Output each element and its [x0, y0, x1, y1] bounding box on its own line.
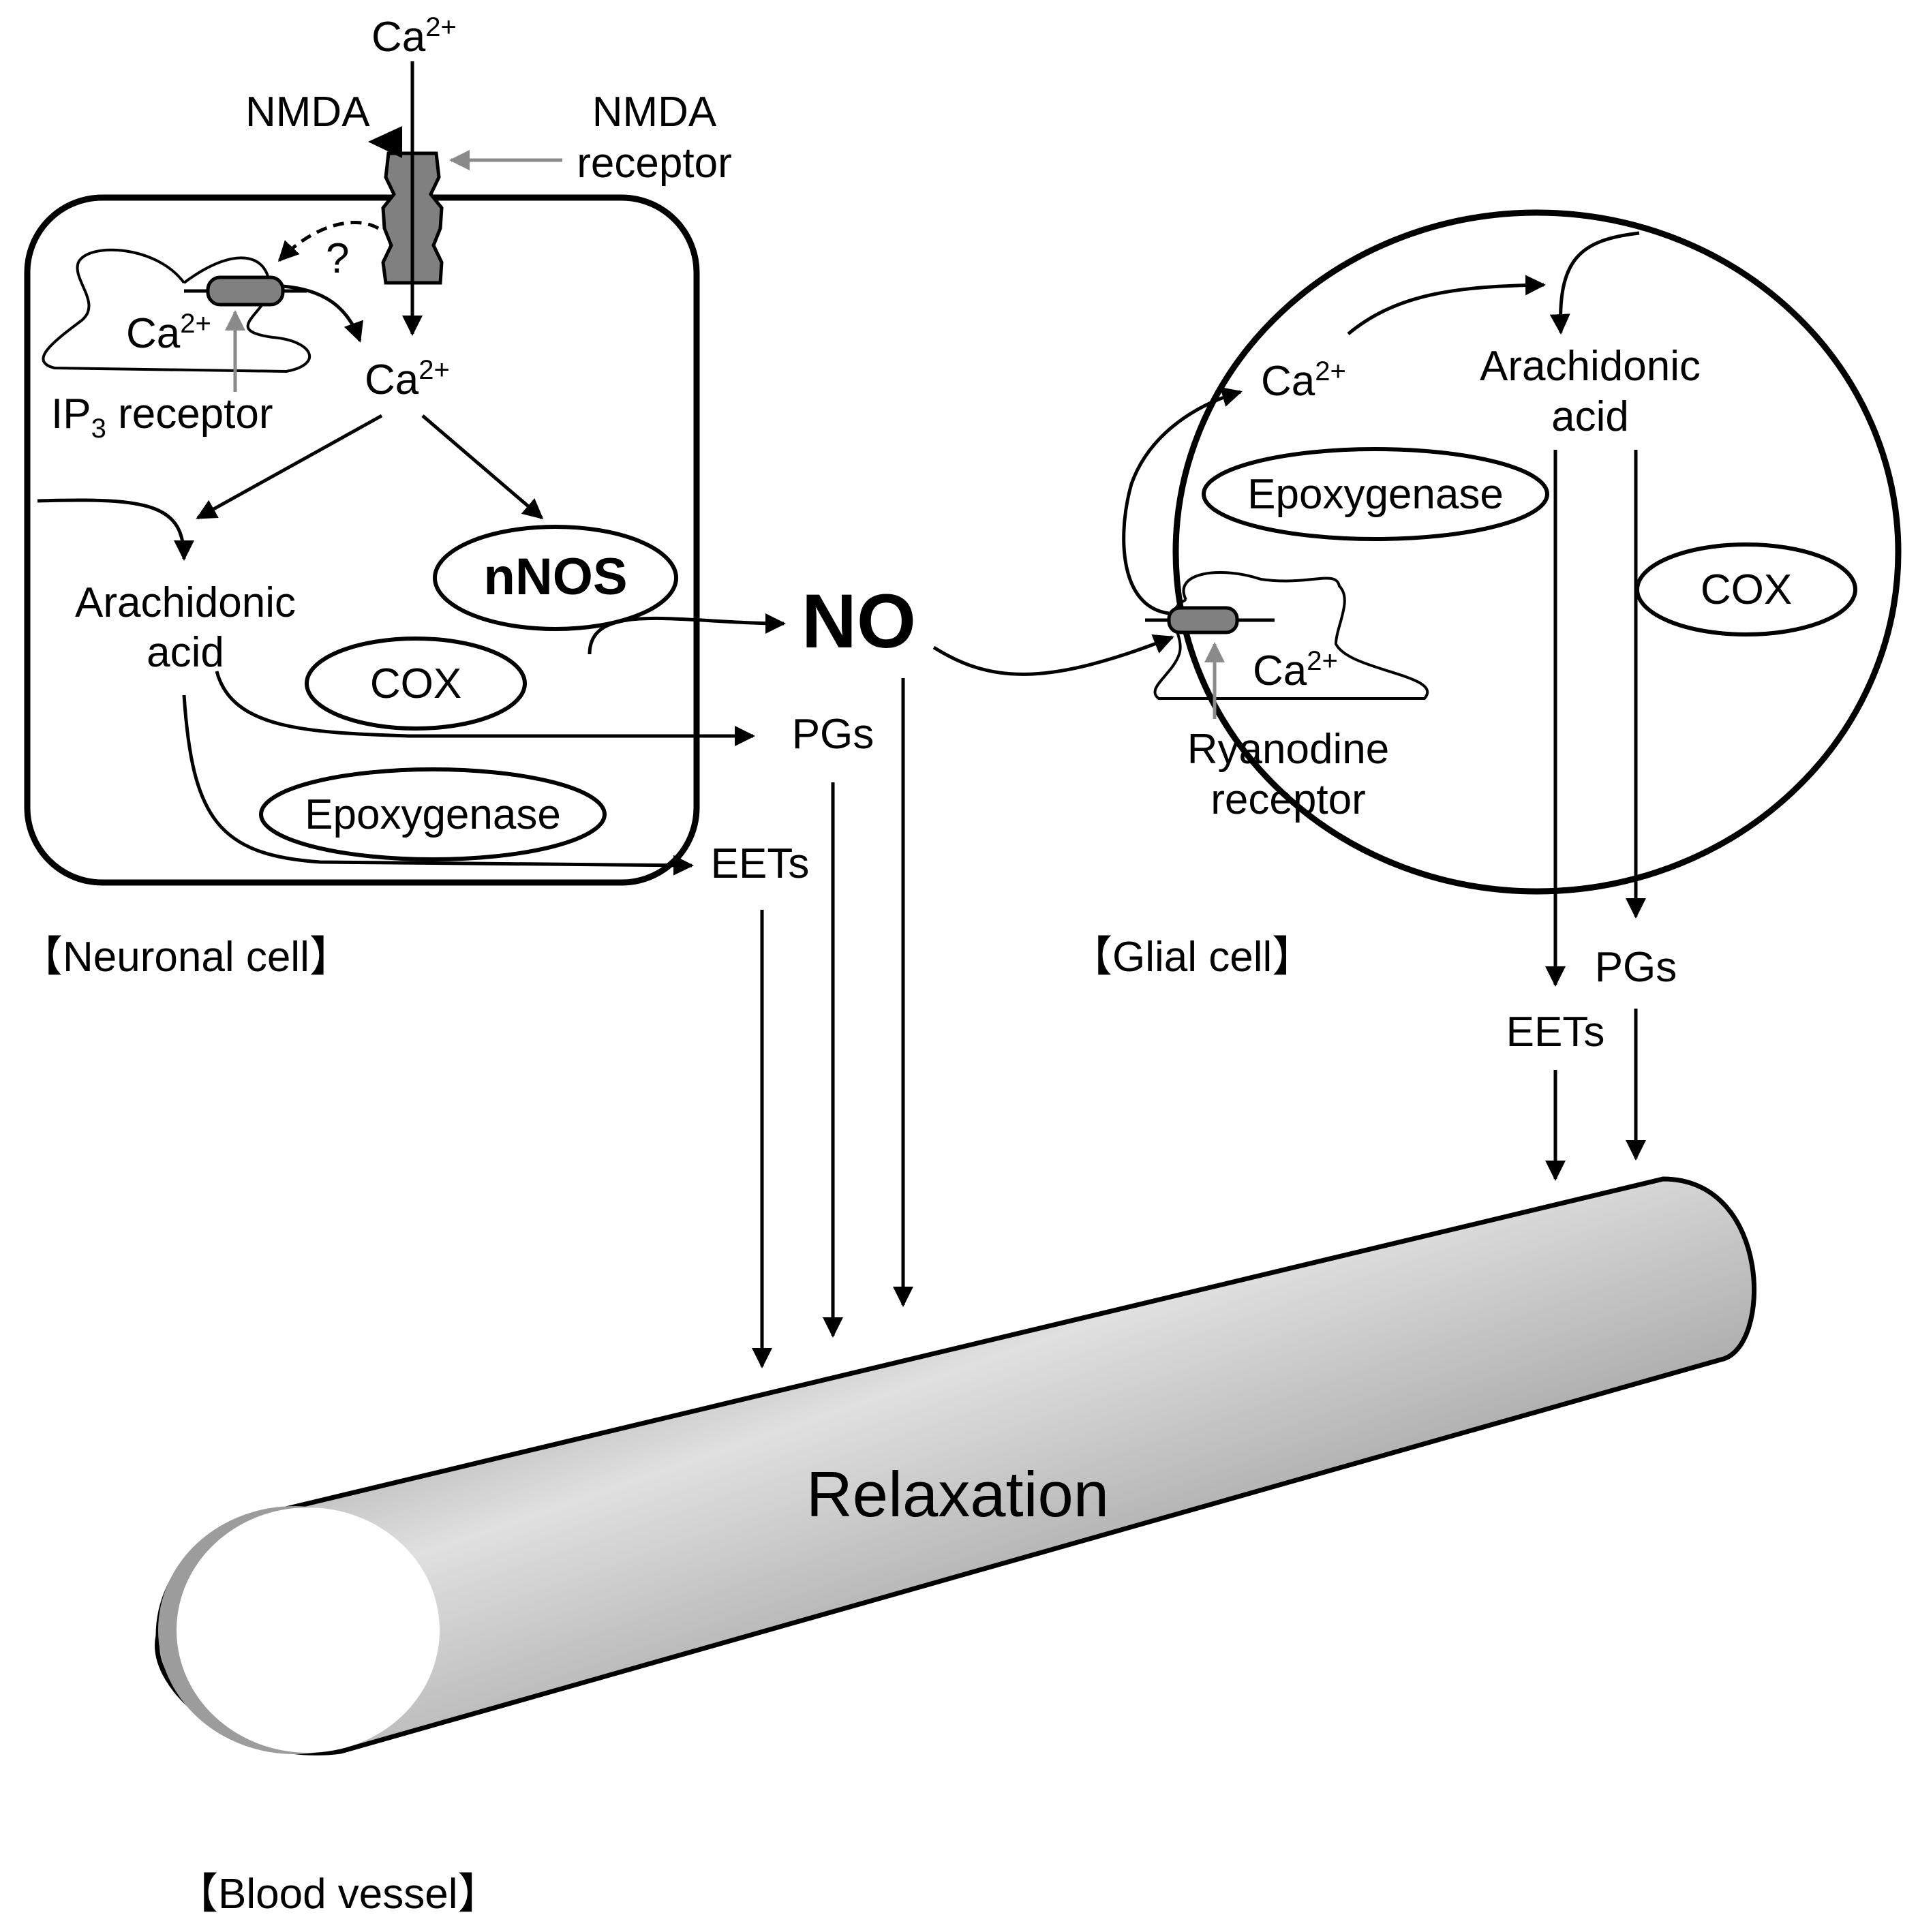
nmda-label: NMDA — [245, 89, 370, 136]
glial-epoxygenase-enzyme — [1202, 447, 1549, 541]
er-ca-label: Ca2+ — [126, 309, 211, 357]
pgs-label: PGs — [792, 711, 874, 758]
glial-er-ca-label: Ca2+ — [1253, 646, 1338, 694]
cytosol-ca-label: Ca2+ — [365, 355, 450, 403]
nnos-enzyme — [433, 525, 678, 631]
blood-vessel-label: 【Blood vessel】 — [176, 1871, 500, 1918]
glial-ca-label: Ca2+ — [1261, 356, 1346, 405]
neuron-epoxygenase-enzyme — [259, 767, 607, 861]
ca-to-arachidonic-arrow — [196, 414, 383, 520]
ca-to-nnos-arrow — [421, 414, 544, 519]
neuron-membrane — [24, 194, 700, 886]
membrane-to-arachidonic-arrow — [37, 498, 194, 561]
glial-er — [1153, 571, 1429, 700]
nmda-binding-arrowhead — [368, 126, 402, 158]
neuronal-cell — [24, 151, 700, 886]
neuron-arachidonic-label-2: acid — [147, 629, 224, 676]
ip3-receptor-label: IP3 receptor — [51, 390, 273, 444]
glial-eets-label: EETs — [1506, 1009, 1605, 1056]
ryanodine-label-1: Ryanodine — [1187, 726, 1389, 773]
glial-membrane-to-arachidonic-arrow — [1549, 231, 1640, 335]
neuron-arachidonic-label-1: Arachidonic — [75, 579, 296, 626]
neuron-epoxygenase-label: Epoxygenase — [305, 791, 561, 838]
vessel-lumen — [177, 1507, 440, 1753]
glial-arachidonic-label-1: Arachidonic — [1480, 343, 1701, 390]
neuron-cox-label: COX — [370, 660, 461, 707]
nnos-to-no-arrow — [588, 613, 786, 655]
eets-label: EETs — [711, 840, 810, 887]
glial-arachidonic-label-2: acid — [1551, 393, 1629, 440]
relaxation-label: Relaxation — [806, 1458, 1109, 1530]
ip3-release-arrow — [282, 284, 363, 343]
unknown-link-arrow — [277, 220, 380, 262]
ca-top-label: Ca2+ — [371, 12, 457, 61]
glial-pgs-label: PGs — [1595, 944, 1677, 991]
glial-cell — [1145, 209, 1902, 895]
glial-epoxygenase-label: Epoxygenase — [1247, 471, 1504, 518]
glial-er-to-ca-arrow — [1122, 387, 1243, 615]
blood-vessel — [155, 1176, 1756, 1755]
no-label: NO — [802, 579, 916, 664]
glial-ca-to-arachidonic-arrow — [1347, 275, 1546, 335]
no-to-glial-arrow — [932, 634, 1174, 676]
nmda-receptor-label-2: receptor — [577, 140, 731, 187]
unknown-link-label: ? — [326, 235, 349, 282]
ryanodine-receptor-channel — [1167, 606, 1239, 634]
arachidonic-to-eets-arrow — [182, 694, 694, 876]
ip3-receptor-channel — [206, 275, 285, 307]
arachidonic-to-pgs-arrow — [215, 671, 755, 746]
glial-cell-label: 【Glial cell】 — [1070, 934, 1314, 981]
neuron-cox-enzyme — [305, 637, 527, 731]
ryanodine-label-2: receptor — [1211, 776, 1365, 823]
nmda-receptor-label-1: NMDA — [592, 89, 717, 136]
nnos-label: nNOS — [483, 548, 627, 606]
glial-cox-label: COX — [1701, 566, 1792, 613]
glial-membrane — [1172, 209, 1902, 895]
neuronal-cell-label: 【Neuronal cell】 — [20, 934, 352, 981]
